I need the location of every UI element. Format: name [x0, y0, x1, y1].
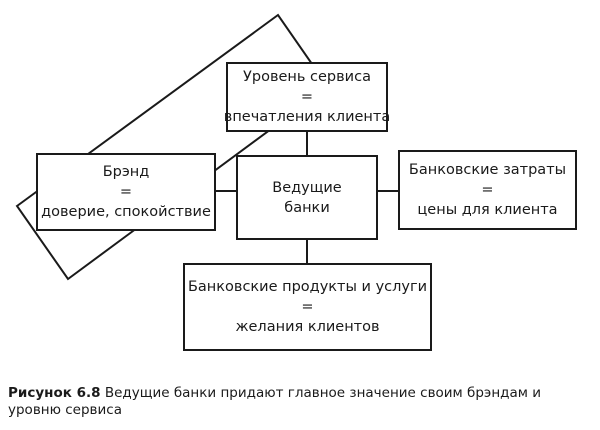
- leading-banks-box: Ведущие банки: [236, 155, 378, 240]
- brand-box: Брэнд = доверие, спокойствие: [36, 153, 216, 231]
- bank-costs-box: Банковские затраты = цены для клиента: [398, 150, 577, 230]
- bank-products-title: Банковские продукты и услуги: [187, 279, 428, 295]
- brand-title: Брэнд: [102, 164, 150, 180]
- bank-products-equals: =: [301, 299, 314, 315]
- figure-caption-label: Рисунок 6.8: [8, 385, 101, 401]
- service-level-box: Уровень сервиса = впечатления клиента: [223, 62, 391, 132]
- figure-caption-text: Ведущие банки придают главное значение с…: [8, 385, 542, 418]
- leading-banks-line1: Ведущие: [272, 179, 342, 196]
- bank-products-box: Банковские продукты и услуги = желания к…: [183, 263, 432, 351]
- service-level-title: Уровень сервиса: [243, 69, 371, 85]
- brand-equals: =: [119, 184, 133, 200]
- brand-meaning: доверие, спокойствие: [41, 204, 211, 220]
- figure-caption: Рисунок 6.8 Ведущие банки придают главно…: [8, 385, 592, 419]
- bank-costs-title: Банковские затраты: [408, 162, 567, 178]
- leading-banks-line2: банки: [284, 199, 330, 216]
- diagram: Уровень сервиса = впечатления клиента Бр…: [15, 13, 577, 351]
- bank-costs-equals: =: [481, 182, 494, 198]
- bank-costs-meaning: цены для клиента: [417, 202, 558, 218]
- service-level-equals: =: [300, 89, 314, 105]
- bank-products-meaning: желания клиентов: [235, 319, 380, 335]
- service-level-meaning: впечатления клиента: [223, 109, 391, 125]
